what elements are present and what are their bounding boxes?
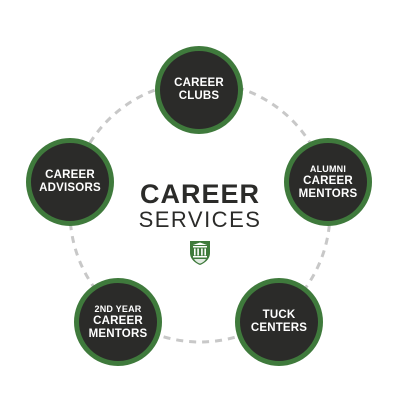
node-label-line: MENTORS <box>88 328 148 340</box>
center-title-line1: CAREER <box>139 179 260 209</box>
node-label-line: CAREER <box>303 175 353 187</box>
node-label-line: CAREER <box>174 77 224 89</box>
node-label-line: MENTORS <box>298 188 358 200</box>
center-title-line2: SERVICES <box>138 207 262 232</box>
node-alumni-career-mentors: ALUMNI CAREER MENTORS <box>284 138 372 226</box>
node-label-line: 2ND YEAR <box>94 304 142 314</box>
node-label-line: CENTERS <box>250 322 308 334</box>
node-2nd-year-career-mentors: 2ND YEAR CAREER MENTORS <box>74 278 162 366</box>
node-label-line: ALUMNI <box>309 164 347 174</box>
node-label-line: CLUBS <box>178 90 220 102</box>
node-label-line: CAREER <box>45 169 95 181</box>
node-career-clubs: CAREER CLUBS <box>155 46 243 134</box>
node-label-line: TUCK <box>262 309 296 321</box>
node-tuck-centers: TUCK CENTERS <box>235 278 323 366</box>
node-label-line: ADVISORS <box>39 182 101 194</box>
shield-emblem-icon <box>190 241 210 265</box>
node-career-advisors: CAREER ADVISORS <box>26 138 114 226</box>
node-label-line: CAREER <box>93 315 143 327</box>
